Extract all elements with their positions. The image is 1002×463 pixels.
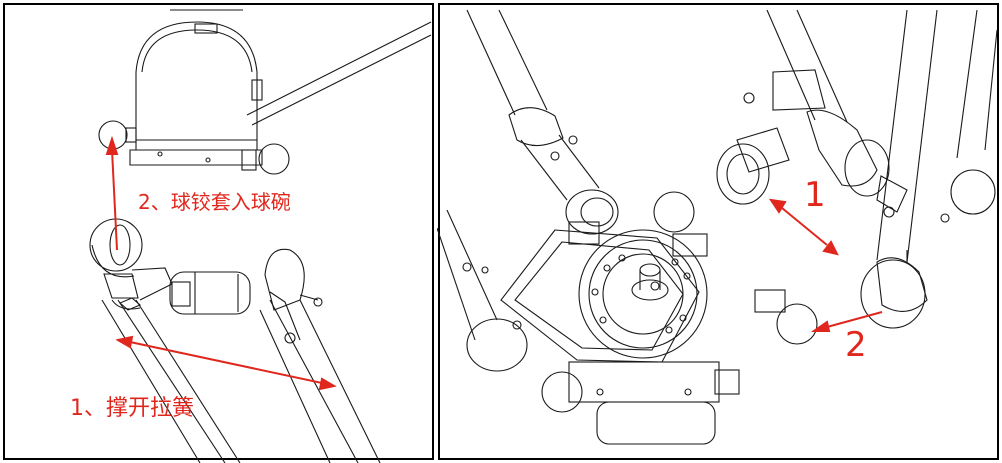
left-line-art [89,9,432,463]
bottom-left-ball [541,371,583,413]
right-ball-cup [860,259,926,329]
arrow-up-head [105,135,119,155]
socket-cup-right [716,143,770,205]
right-hub-ball [776,303,818,345]
left-red-arrows [105,135,337,391]
step-2-label: 2、球铰套入球碗 [138,190,291,214]
arrow-2-head [810,320,831,332]
central-plate [578,229,708,359]
right-assembly-panel: 1 2 [437,0,1002,463]
marker-2-label: 2 [845,325,867,365]
arrow-1-head-b [822,240,839,256]
left-assembly-drawing [3,3,434,463]
right-cap-ball [258,143,290,175]
left-assembly-panel: 2、球铰套入球碗 1、撑开拉簧 [0,0,437,463]
upper-middle-ball [653,191,695,233]
right-line-art [437,9,998,445]
right-red-arrows [768,198,883,332]
right-assembly-drawing [437,3,999,460]
arrow-right-head [318,377,337,391]
arrow-left-head [115,335,134,349]
marker-1-label: 1 [804,175,826,215]
step-1-label: 1、撑开拉簧 [70,396,194,421]
arrow-1-head-a [768,198,787,214]
left-frame [3,3,434,460]
